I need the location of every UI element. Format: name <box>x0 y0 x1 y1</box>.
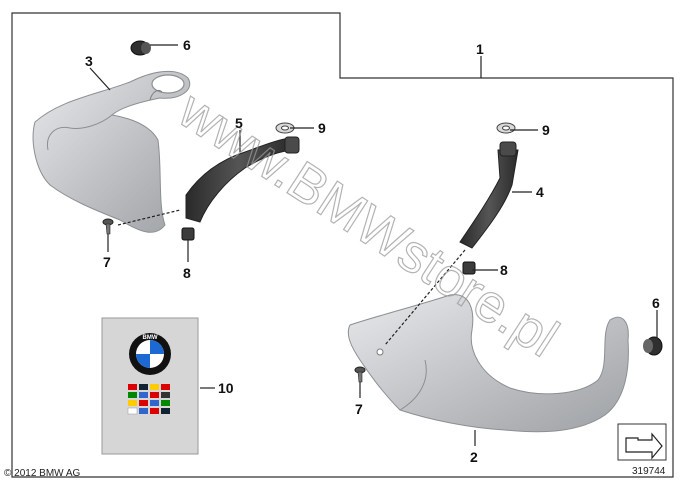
callout-4: 4 <box>536 184 544 200</box>
callout-1: 1 <box>476 41 484 57</box>
rubber-cap-6-right[interactable] <box>643 336 663 356</box>
hand-guard-right[interactable] <box>347 294 629 433</box>
callout-8-right: 8 <box>500 262 508 278</box>
bmw-logo-icon: BMW <box>129 333 171 375</box>
callout-8-left: 8 <box>183 265 191 281</box>
language-flags-icon <box>127 384 170 415</box>
callout-9-left: 9 <box>318 120 326 136</box>
clip-nut-8-left[interactable] <box>181 227 195 241</box>
callout-6-top: 6 <box>183 37 191 53</box>
arrow-orientation-icon <box>617 423 667 461</box>
hand-guard-left[interactable] <box>32 70 191 233</box>
washer-9-left[interactable] <box>275 122 295 134</box>
callout-7-left: 7 <box>103 254 111 270</box>
screw-7-left[interactable] <box>102 218 114 235</box>
rubber-cap-6-top[interactable] <box>130 40 151 56</box>
callout-7-right: 7 <box>355 401 363 417</box>
bmw-logo-letters: BMW <box>143 335 158 341</box>
owners-leaflet-10[interactable]: BMW <box>101 317 199 455</box>
callout-2: 2 <box>470 449 478 465</box>
callout-10: 10 <box>218 380 234 396</box>
callout-3: 3 <box>85 53 93 69</box>
copyright-text: © 2012 BMW AG <box>4 468 81 479</box>
assembly-frame <box>11 12 674 478</box>
drawing-number: 319744 <box>632 466 666 477</box>
bracket-left[interactable] <box>185 136 300 223</box>
leader-lines <box>89 44 658 446</box>
callout-9-right: 9 <box>542 122 550 138</box>
screw-7-right[interactable] <box>354 366 366 383</box>
callout-labels: 1 3 6 5 9 9 4 8 8 7 7 6 2 10 <box>85 37 660 465</box>
clip-nut-8-right[interactable] <box>462 261 476 275</box>
callout-6-right: 6 <box>652 295 660 311</box>
bracket-right[interactable] <box>459 141 519 249</box>
washer-9-right[interactable] <box>496 122 516 134</box>
callout-5: 5 <box>235 115 243 131</box>
